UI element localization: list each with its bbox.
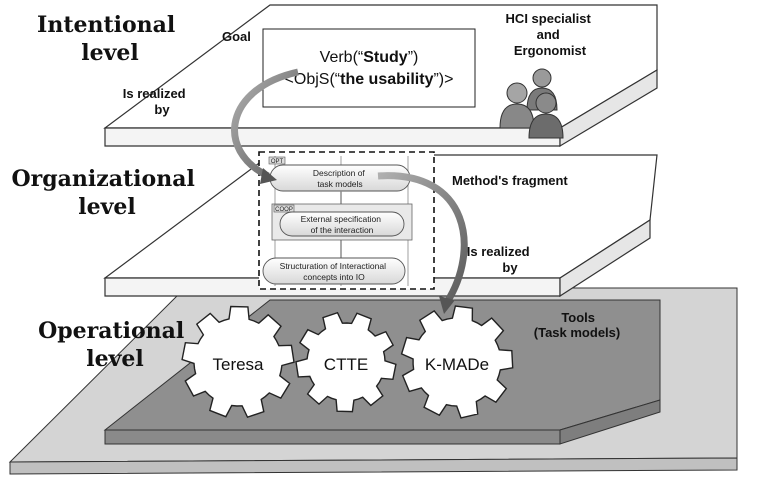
realization-arrow-lower: [377, 172, 468, 304]
step-3-label: Structuration of Interactional concepts …: [280, 261, 389, 282]
realization-arrow-upper: [231, 68, 299, 180]
tool-teresa: Teresa: [212, 355, 264, 374]
gear-teresa-icon: [181, 305, 295, 419]
step-structuration-concepts: [262, 257, 406, 285]
gear-ctte-icon: [295, 311, 397, 413]
coop-tag: [273, 204, 295, 213]
tool-kmade: K-MADe: [425, 355, 489, 374]
people-icon: [499, 68, 564, 139]
realized-by-lower: Is realized by: [467, 244, 534, 275]
realization-arrowhead-lower: [439, 296, 455, 314]
step-1-label: Description of task models: [313, 168, 367, 189]
tools-label: Tools (Task models): [534, 310, 620, 340]
opt-tag-label: OPT: [271, 159, 284, 165]
tool-ctte: CTTE: [324, 355, 368, 374]
step-2-label: External specification of the interactio…: [301, 214, 384, 235]
method-fragment-label: Method's fragment: [452, 173, 568, 188]
organizational-level-label: Organizational level: [12, 166, 203, 220]
realized-by-upper: Is realized by: [123, 86, 190, 117]
coop-tag-label: COOP: [275, 207, 293, 213]
intentional-level-label: Intentional level: [37, 12, 183, 66]
step-external-specification: [279, 211, 405, 237]
gear-kmade-icon: [400, 305, 514, 419]
goal-object: <ObjS(“the usability”)>: [285, 71, 454, 88]
actors-label: HCI specialist and Ergonomist: [506, 11, 595, 58]
goal-box: [262, 28, 476, 108]
goal-verb: Verb(“Study”): [320, 49, 419, 66]
operational-level-label: Operational level: [38, 318, 192, 372]
method-fragment: OPT Description of task models COOP Exte…: [258, 151, 435, 290]
opt-tag: [268, 156, 286, 165]
realization-arrowhead-upper: [260, 168, 277, 184]
goal-label: Goal: [222, 29, 251, 44]
